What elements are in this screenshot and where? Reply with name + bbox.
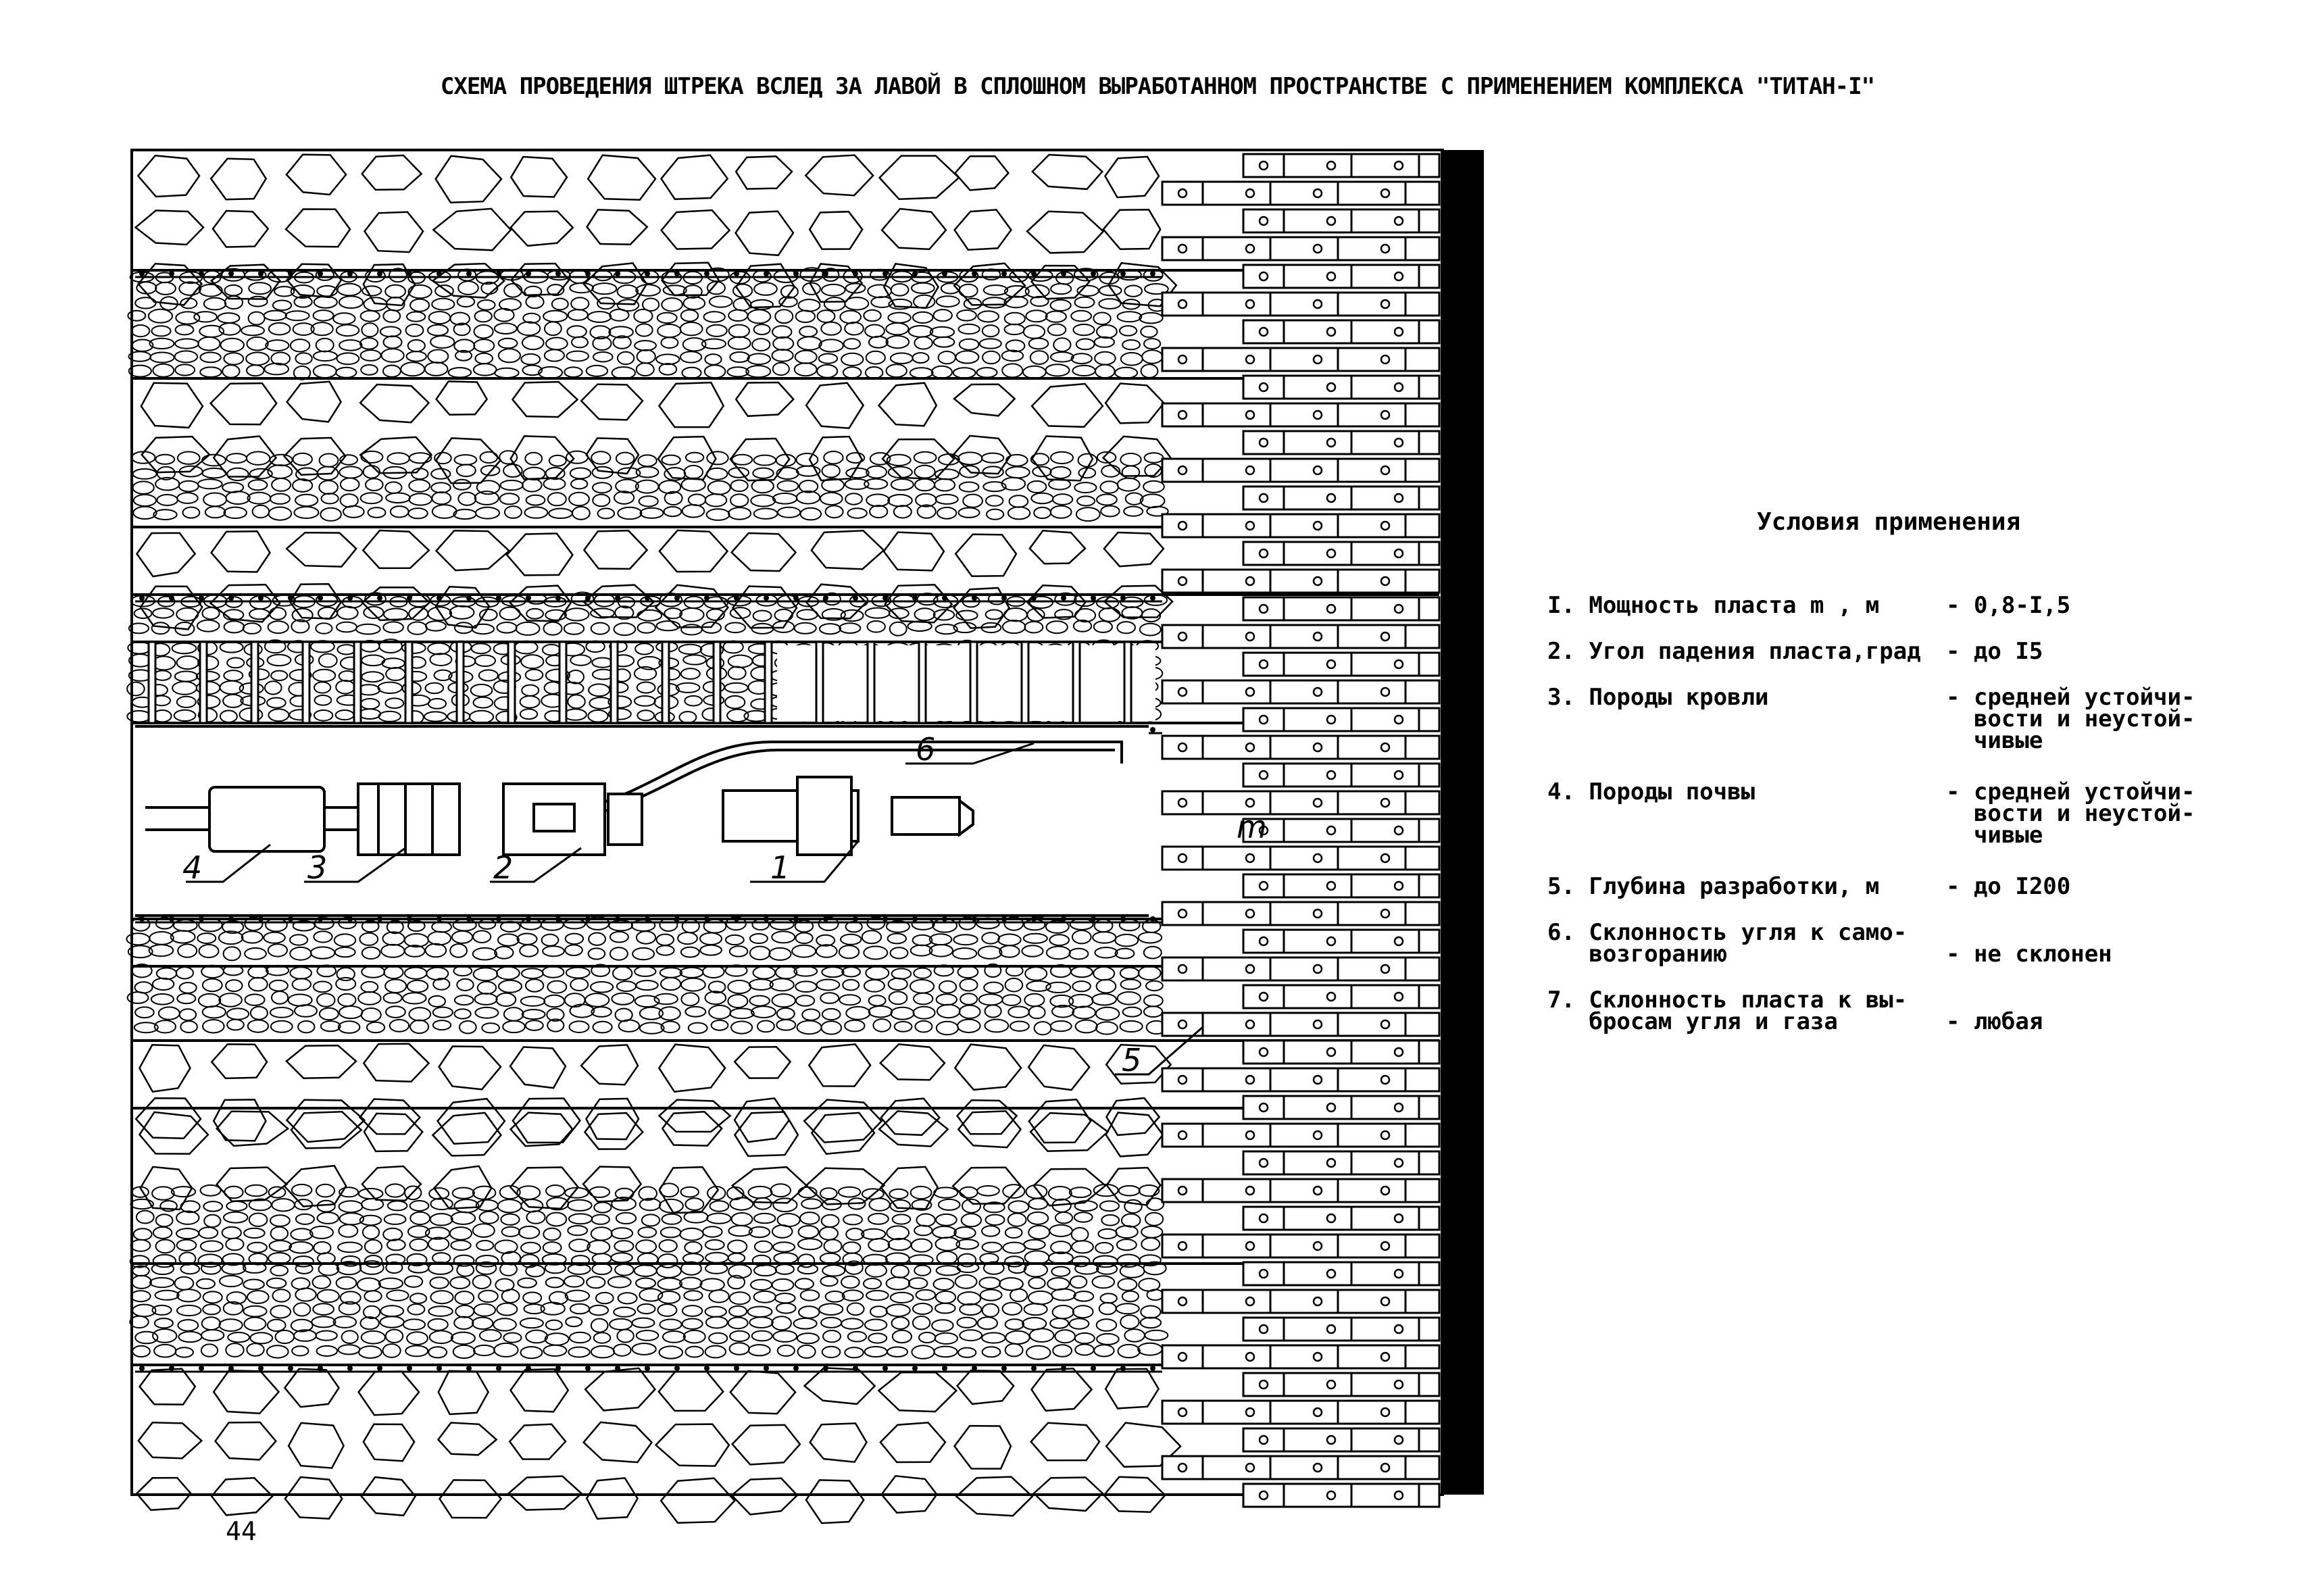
condition-label: 5. Глубина разработки, м — [1547, 873, 1880, 900]
condition-value: - средней устойчи- вости и неустой- чивы… — [1946, 684, 2195, 754]
condition-value: - до I200 — [1946, 873, 2071, 900]
coal-face-wall — [1441, 150, 1484, 1495]
callout-labels: 4 3 2 1 6 5 m — [182, 731, 1267, 1078]
condition-label: 6. Склонность угля к само- возгоранию — [1547, 919, 1908, 968]
unit-3-coupler — [357, 782, 461, 856]
callout-2: 2 — [493, 849, 513, 886]
page-title: СХЕМА ПРОВЕДЕНИЯ ШТРЕКА ВСЛЕД ЗА ЛАВОЙ В… — [440, 73, 1875, 100]
condition-value: - средней устойчи- вости и неустой- чивы… — [1946, 778, 2195, 849]
callout-1: 1 — [770, 849, 790, 886]
condition-value: - не склонен — [1946, 941, 2112, 968]
condition-value: - любая — [1946, 1008, 2043, 1035]
condition-label: 7. Склонность пласта к вы- бросам угля и… — [1547, 987, 1908, 1035]
condition-label: I. Мощность пласта m , м — [1547, 592, 1880, 619]
callout-6: 6 — [916, 731, 935, 768]
unit-4-box — [208, 786, 326, 853]
conditions-heading: Условия применения — [1757, 508, 2021, 536]
callout-5: 5 — [1122, 1042, 1141, 1078]
page-number: 44 — [226, 1516, 257, 1546]
dimension-label: m — [1237, 809, 1267, 845]
callout-3: 3 — [307, 849, 327, 886]
condition-value: - до I5 — [1946, 638, 2043, 665]
condition-label: 2. Угол падения пласта,град — [1547, 638, 1921, 665]
callout-4: 4 — [182, 849, 202, 886]
condition-label: 3. Породы кровли — [1547, 684, 1769, 711]
condition-label: 4. Породы почвы — [1547, 778, 1756, 805]
timber-cribs — [1161, 153, 1441, 1508]
tunneling-complex — [145, 776, 974, 856]
callout-leaders — [186, 742, 1203, 1076]
condition-value: - 0,8-I,5 — [1946, 592, 2071, 619]
